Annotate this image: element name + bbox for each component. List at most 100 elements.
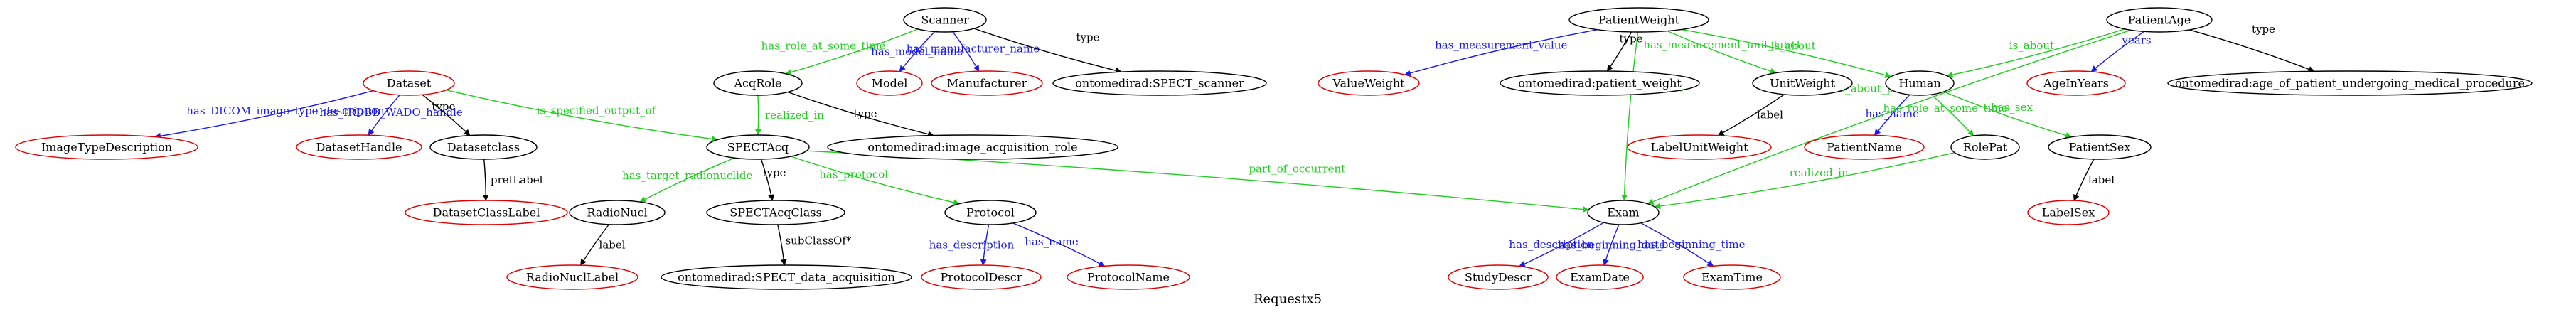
node-label-protocolname: ProtocolName	[1087, 271, 1170, 284]
node-shape-radionucllabel	[506, 264, 638, 290]
node-label-model: Model	[872, 77, 908, 90]
edge-dataset-to-spectacq	[446, 89, 719, 142]
edge-unitweight-to-labelunitweight	[1717, 94, 1785, 136]
node-shape-human	[1885, 70, 1955, 96]
edge-label-dataset-to-spectacq: is_specified_output_of	[537, 104, 657, 117]
node-shape-protocol	[944, 200, 1037, 225]
node-model: Model	[856, 70, 923, 96]
node-exam: Exam	[1587, 200, 1660, 225]
node-shape-dataset	[363, 70, 455, 96]
node-shape-protocolname	[1067, 264, 1190, 290]
edge-label-dataset-to-imgtypedesc: has_DICOM_image_type_description	[186, 104, 385, 117]
node-label-spectacq: SPECTAcq	[727, 141, 789, 154]
node-manufacturer: Manufacturer	[931, 70, 1043, 96]
node-label-rolepat: RolePat	[1963, 141, 2008, 154]
edge-protocol-to-protocolname	[1012, 222, 1106, 267]
edge-label-datasetclass-to-datasetclasslabel: prefLabel	[491, 173, 543, 186]
edge-rolepat-to-exam	[1654, 152, 1955, 210]
edge-patientage-to-exam	[1647, 29, 2132, 205]
edge-label-human-to-patientname: has_name	[1865, 107, 1919, 120]
node-label-ageinyears: AgeInYears	[2043, 77, 2109, 90]
edge-scanner-to-model	[899, 31, 936, 72]
edge-human-to-patientsex	[1943, 91, 2073, 139]
edge-scanner-to-manufacturer	[952, 31, 980, 72]
edge-label-acqrole-to-spectacq: realized_in	[765, 109, 824, 122]
node-label-age_cls: ontomedirad:age_of_patient_undergoing_me…	[2175, 77, 2525, 90]
node-shape-acqrole	[713, 70, 803, 96]
node-shape-datasethandle	[296, 134, 422, 160]
node-label-radionucl: RadioNucl	[587, 206, 647, 220]
node-labelunitweight: LabelUnitWeight	[1627, 134, 1772, 160]
edge-label-spectacq-to-exam: part_of_occurrent	[1249, 163, 1346, 176]
node-label-datasetclasslabel: DatasetClassLabel	[433, 206, 540, 220]
node-shape-age_cls	[2167, 70, 2533, 96]
node-shape-img_acq_role	[827, 134, 1118, 160]
node-dataset: Dataset	[363, 70, 455, 96]
edge-spectacqclass-to-spect_data_acq	[777, 224, 787, 266]
node-spect_data_acq: ontomedirad:SPECT_data_acquisition	[661, 264, 912, 290]
node-label-protocoldescr: ProtocolDescr	[941, 271, 1022, 284]
node-shape-imgtypedesc	[15, 134, 198, 160]
edge-patientage-to-age_cls	[2188, 29, 2315, 72]
node-shape-spect_scanner	[1052, 70, 1267, 96]
node-patientage: PatientAge	[2106, 7, 2213, 33]
node-label-dataset: Dataset	[387, 77, 432, 90]
edge-label-dataset-to-datasetclass: type	[432, 100, 455, 113]
node-shape-studydescr	[1448, 264, 1549, 290]
node-valueweight: ValueWeight	[1318, 70, 1420, 96]
node-datasetclass: Datasetclass	[429, 134, 538, 160]
node-acqrole: AcqRole	[713, 70, 803, 96]
node-studydescr: StudyDescr	[1448, 264, 1549, 290]
edge-human-to-rolepat	[1930, 94, 1974, 136]
edge-label-rolepat-to-exam: realized_in	[1790, 166, 1849, 179]
node-shape-patientname	[1804, 134, 1925, 160]
edge-spectacq-to-exam	[806, 150, 1590, 213]
graph-title: Requestx5	[1254, 292, 1322, 307]
node-human: Human	[1885, 70, 1955, 96]
node-label-patientsex: PatientSex	[2069, 141, 2131, 154]
edge-acqrole-to-img_acq_role	[787, 91, 934, 138]
node-label-examdate: ExamDate	[1570, 271, 1630, 284]
node-label-scanner: Scanner	[921, 14, 969, 27]
node-label-manufacturer: Manufacturer	[947, 77, 1027, 90]
edge-patientweight-to-exam	[1621, 31, 1639, 201]
edge-label-patientage-to-age_cls: type	[2252, 23, 2275, 36]
edge-label-exam-to-examdate: has_beginning_date	[1558, 238, 1665, 251]
edge-label-patientsex-to-labelsex: label	[2088, 173, 2115, 186]
node-label-unitweight: UnitWeight	[1770, 77, 1836, 90]
node-shape-valueweight	[1318, 70, 1420, 96]
node-unitweight: UnitWeight	[1752, 70, 1853, 96]
node-shape-patientage	[2106, 7, 2213, 33]
node-label-acqrole: AcqRole	[733, 77, 781, 90]
node-label-spect_scanner: ontomedirad:SPECT_scanner	[1075, 77, 1244, 90]
edge-label-protocol-to-protocolname: has_name	[1025, 235, 1079, 248]
node-shape-labelsex	[2027, 200, 2110, 225]
node-label-exam: Exam	[1607, 206, 1639, 220]
edge-scanner-to-acqrole	[785, 28, 919, 75]
edge-acqrole-to-spectacq	[754, 95, 761, 136]
edge-label-scanner-to-spect_scanner: type	[1076, 31, 1100, 44]
edge-scanner-to-spect_scanner	[973, 28, 1123, 74]
node-label-spectacqclass: SPECTAcqClass	[729, 206, 822, 220]
node-img_acq_role: ontomedirad:image_acquisition_role	[827, 134, 1118, 160]
node-spectacqclass: SPECTAcqClass	[706, 200, 845, 225]
node-patientname: PatientName	[1804, 134, 1925, 160]
node-shape-spectacq	[706, 134, 810, 160]
node-shape-exam	[1587, 200, 1660, 225]
edge-patientweight-to-valueweight	[1404, 28, 1598, 77]
node-label-datasetclass: Datasetclass	[447, 141, 520, 154]
edge-exam-to-examtime	[1640, 222, 1714, 267]
node-shape-spectacqclass	[706, 200, 845, 225]
node-protocol: Protocol	[944, 200, 1037, 225]
node-label-protocol: Protocol	[966, 206, 1015, 220]
node-label-patientage: PatientAge	[2128, 14, 2191, 27]
edge-label-spectacq-to-protocol: has_protocol	[819, 168, 888, 181]
node-shape-unitweight	[1752, 70, 1853, 96]
edge-label-dataset-to-datasethandle: has_IRDBB_WADO_handle	[319, 106, 463, 119]
edge-label-acqrole-to-img_acq_role: type	[854, 107, 877, 120]
node-spectacq: SPECTAcq	[706, 134, 810, 160]
node-shape-spect_data_acq	[661, 264, 912, 290]
